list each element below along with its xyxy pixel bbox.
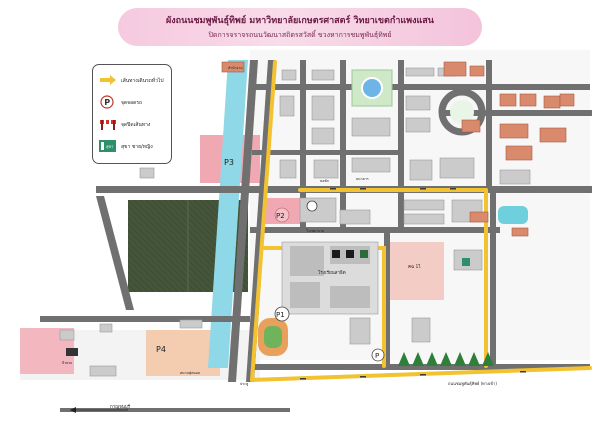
restroom-icon: สุขา xyxy=(99,140,116,152)
legend-label-barrier: จุดปิดเส้นทาง xyxy=(121,122,151,128)
road-diagonal-southwest xyxy=(96,196,134,310)
running-track xyxy=(258,318,288,356)
yellow-arrow-icon xyxy=(100,75,116,85)
p1-badge: P1 xyxy=(274,306,290,322)
p4-badge: P4 xyxy=(156,345,166,354)
legend-label-restroom: สุขา ชาย/หญิง xyxy=(121,144,153,150)
p4-label: P4 xyxy=(156,345,166,354)
map-legend: เส้นทางเดินรถทั่วไป P จุดจอดรถ จุดปิดเส้… xyxy=(92,64,172,164)
map-subtitle: ปิดการจราจรถนนวัฒนาสถิตรสวัสดิ์ ขวงหาการ… xyxy=(208,31,392,39)
svg-text:P: P xyxy=(104,98,110,107)
bottom-right-label: ถนนชมพูพันธุ์ทิพย์ (ทางเข้า) xyxy=(448,381,497,387)
parking-icon-north xyxy=(306,200,318,212)
p3-badge: P3 xyxy=(224,158,234,167)
tree-row xyxy=(398,352,494,366)
field-label: สนามฟุตบอล xyxy=(180,371,200,376)
road-horizontal-south xyxy=(250,364,590,370)
road-horizontal-mid xyxy=(250,227,500,233)
water-channel xyxy=(208,60,248,368)
road-vertical-3 xyxy=(398,60,404,230)
road-vertical-1 xyxy=(300,60,306,230)
legend-row-barrier: จุดปิดเส้นทาง xyxy=(99,117,169,131)
pond xyxy=(498,206,528,224)
parking-icon: P xyxy=(100,95,114,109)
south-direction-arrow xyxy=(70,407,128,413)
lot-block xyxy=(388,242,444,300)
barrier-icon xyxy=(100,120,116,130)
fountain xyxy=(361,77,383,99)
roundabout-center xyxy=(450,100,474,124)
legend-row-restroom: สุขา สุขา ชาย/หญิง xyxy=(99,139,169,153)
legend-label-parking: จุดจอดรถ xyxy=(121,100,143,106)
route-main-west xyxy=(250,60,277,382)
legend-row-parking: P จุดจอดรถ xyxy=(99,95,169,109)
office-label: สำนักงาน xyxy=(228,66,243,70)
p-generic-label: P xyxy=(375,352,379,360)
lot-label: คฉ 1ไ xyxy=(408,264,421,270)
bank-label: ธนาคาร xyxy=(356,177,369,181)
road-vertical-east xyxy=(490,190,496,370)
school-label: โรงเรียนสาธิต xyxy=(318,269,346,276)
parking-area-p4 xyxy=(146,330,220,376)
hospital-label: โรงพยาบาล xyxy=(306,228,324,233)
road-horizontal-inner xyxy=(252,150,402,155)
map-title-banner: ผังถนนชมพูพันธุ์ทิพย์ มหาวิทยาลัยเกษตรศา… xyxy=(118,8,482,46)
bus-label: ป้ายรถ xyxy=(62,361,72,365)
road-vertical-5 xyxy=(384,230,390,370)
road-south-label: กาญจนบุรี xyxy=(110,404,131,410)
restroom-sign-text: สุขา xyxy=(106,144,113,150)
road-vertical-2 xyxy=(340,60,346,230)
gate-label: ประตู xyxy=(240,382,249,386)
road-horizontal-north xyxy=(250,84,590,90)
road-vertical-4 xyxy=(486,60,492,190)
p2-badge: P2 xyxy=(274,207,290,223)
road-far-south xyxy=(60,408,290,412)
map-title: ผังถนนชมพูพันธุ์ทิพย์ มหาวิทยาลัยเกษตรศา… xyxy=(166,16,434,26)
legend-label-route: เส้นทางเดินรถทั่วไป xyxy=(121,78,164,84)
road-horizontal-west xyxy=(40,316,250,322)
road-horizontal-east xyxy=(440,110,592,116)
route-dashes xyxy=(300,188,526,380)
bus-stop-icon xyxy=(66,348,78,356)
p3-label: P3 xyxy=(224,158,234,167)
restroom-marker xyxy=(462,258,470,266)
school-complex xyxy=(290,246,370,308)
p1-label: P1 xyxy=(276,311,285,319)
road-diagonal-west xyxy=(228,60,258,382)
dorm-label: หอพัก xyxy=(320,179,329,183)
parking-badge-east: P xyxy=(371,348,385,362)
legend-row-route: เส้นทางเดินรถทั่วไป xyxy=(99,73,169,87)
roof-buildings xyxy=(221,61,575,237)
p2-label: P2 xyxy=(276,212,285,220)
